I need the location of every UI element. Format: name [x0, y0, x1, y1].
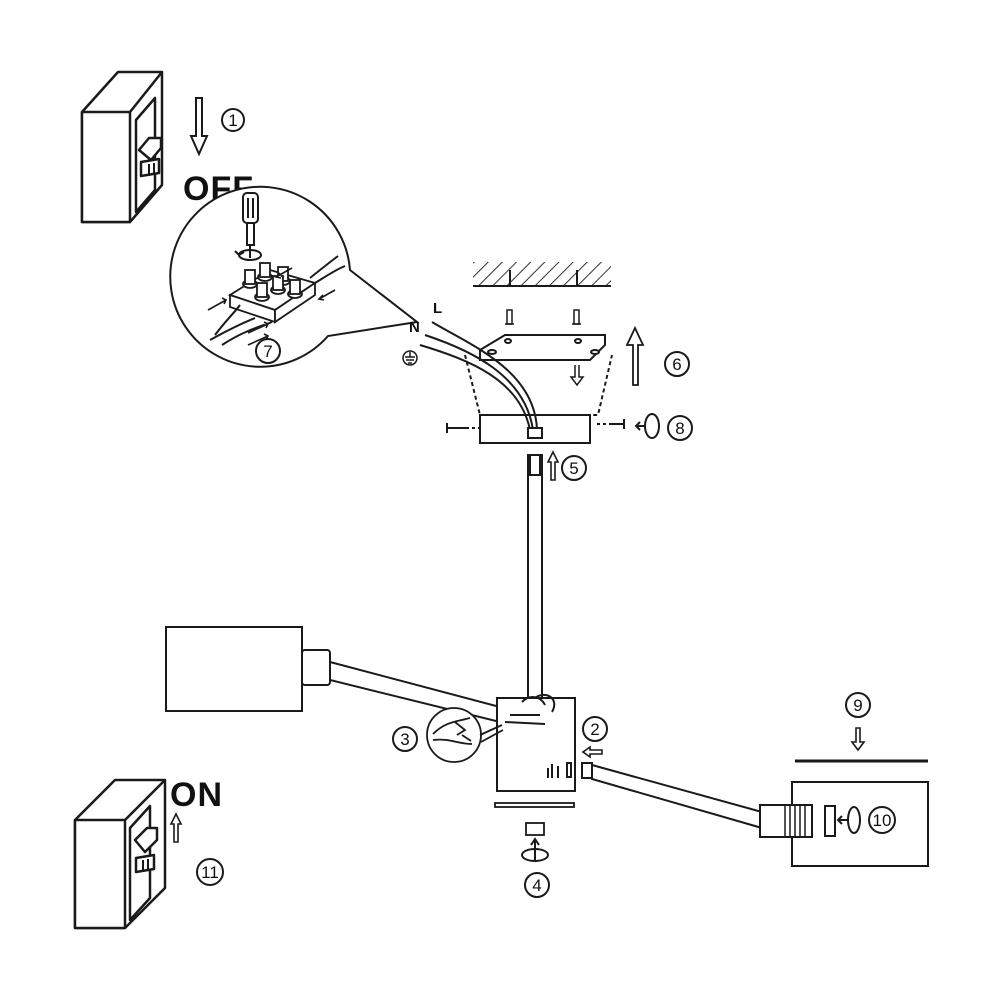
down-rod	[527, 454, 543, 701]
arrow-up-icon	[546, 450, 560, 481]
arrow-down-icon	[850, 727, 866, 752]
anchor-screws	[505, 309, 581, 325]
arrow-down-icon	[189, 97, 209, 157]
on-label: ON	[170, 776, 223, 814]
svg-text:7: 7	[263, 342, 272, 361]
svg-text:9: 9	[853, 696, 862, 715]
cable-grip	[527, 427, 543, 439]
rotate-icon	[836, 806, 861, 834]
insert-arrows	[207, 267, 336, 346]
step-11-badge: 11	[196, 858, 224, 886]
step-5-badge: 5	[561, 455, 587, 481]
left-arm	[329, 660, 501, 724]
svg-text:5: 5	[569, 459, 578, 478]
svg-text:8: 8	[675, 419, 684, 438]
arrow-left-icon	[581, 745, 603, 759]
svg-text:3: 3	[400, 730, 409, 749]
step-4-badge: 4	[524, 872, 550, 898]
step-7-badge: 7	[255, 338, 281, 364]
hub-detail-callout	[426, 707, 504, 763]
side-screws	[446, 419, 625, 433]
step-10-badge: 10	[868, 806, 896, 834]
terminal-wires	[209, 255, 346, 346]
bottom-cap	[494, 802, 575, 808]
supply-wires	[419, 321, 538, 431]
terminal-block	[227, 262, 318, 324]
live-label: L	[433, 300, 442, 317]
mounting-bracket	[479, 334, 606, 361]
step-3-badge: 3	[392, 726, 418, 752]
step-6-badge: 6	[664, 351, 690, 377]
rotate-icon	[634, 413, 660, 439]
breaker-box-off	[80, 70, 164, 224]
breaker-box-on	[73, 778, 167, 930]
svg-text:1: 1	[228, 111, 237, 130]
step-8-badge: 8	[667, 415, 693, 441]
ceiling	[473, 262, 611, 287]
svg-text:10: 10	[873, 811, 892, 830]
arrow-up-icon	[169, 812, 183, 843]
neutral-label: N	[409, 319, 420, 336]
left-shade	[165, 626, 331, 712]
svg-text:4: 4	[532, 876, 541, 895]
svg-text:11: 11	[201, 863, 219, 882]
step-2-badge: 2	[582, 716, 608, 742]
screwdriver-icon	[242, 192, 259, 258]
svg-text:2: 2	[590, 720, 599, 739]
arrow-up-icon	[625, 325, 645, 386]
svg-text:6: 6	[672, 355, 681, 374]
right-arm	[581, 762, 763, 830]
finial	[525, 822, 545, 836]
rotate-icon	[234, 249, 262, 261]
step-1-badge: 1	[221, 108, 245, 132]
terminal-detail-callout: 7	[169, 185, 420, 368]
center-hub	[496, 693, 576, 792]
ground-icon	[402, 350, 418, 366]
rotate-icon	[521, 837, 549, 862]
step-9-badge: 9	[845, 692, 871, 718]
lamp-socket	[759, 804, 836, 838]
